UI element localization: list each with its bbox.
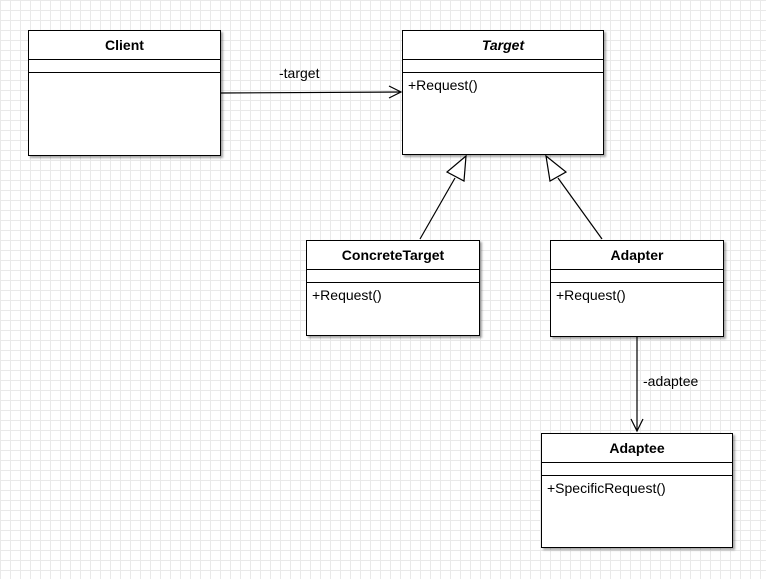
operation-request: +Request() xyxy=(312,287,382,303)
class-target[interactable]: Target +Request() xyxy=(402,30,604,155)
operations-compartment: +Request() xyxy=(403,73,603,97)
hollow-triangle-arrowhead-icon xyxy=(545,154,568,182)
operations-compartment: +Request() xyxy=(551,283,723,307)
class-name: Target xyxy=(403,31,603,60)
operations-compartment xyxy=(29,73,220,79)
operation-request: +Request() xyxy=(556,287,626,303)
class-adapter[interactable]: Adapter +Request() xyxy=(550,240,724,337)
attributes-compartment xyxy=(403,60,603,73)
attributes-compartment xyxy=(29,60,220,73)
class-name: ConcreteTarget xyxy=(307,241,479,270)
class-client[interactable]: Client xyxy=(28,30,221,156)
class-concrete-target[interactable]: ConcreteTarget +Request() xyxy=(306,240,480,336)
class-name: Client xyxy=(29,31,220,60)
operations-compartment: +Request() xyxy=(307,283,479,307)
operation-specific-request: +SpecificRequest() xyxy=(547,480,666,496)
generalization-concretetarget-target-line xyxy=(419,177,456,240)
class-name: Adapter xyxy=(551,241,723,270)
association-label-target: -target xyxy=(279,65,320,81)
generalization-adapter-target-line xyxy=(557,177,603,240)
class-adaptee[interactable]: Adaptee +SpecificRequest() xyxy=(541,433,733,548)
operations-compartment: +SpecificRequest() xyxy=(542,476,732,500)
hollow-triangle-arrowhead-icon xyxy=(445,154,467,182)
attributes-compartment xyxy=(307,270,479,283)
attributes-compartment xyxy=(542,463,732,476)
association-label-adaptee: -adaptee xyxy=(643,373,699,389)
attributes-compartment xyxy=(551,270,723,283)
class-name: Adaptee xyxy=(542,434,732,463)
operation-request: +Request() xyxy=(408,77,478,93)
open-arrowhead-icon xyxy=(388,85,403,99)
association-client-target-line xyxy=(220,91,402,94)
open-arrowhead-icon xyxy=(630,418,644,433)
